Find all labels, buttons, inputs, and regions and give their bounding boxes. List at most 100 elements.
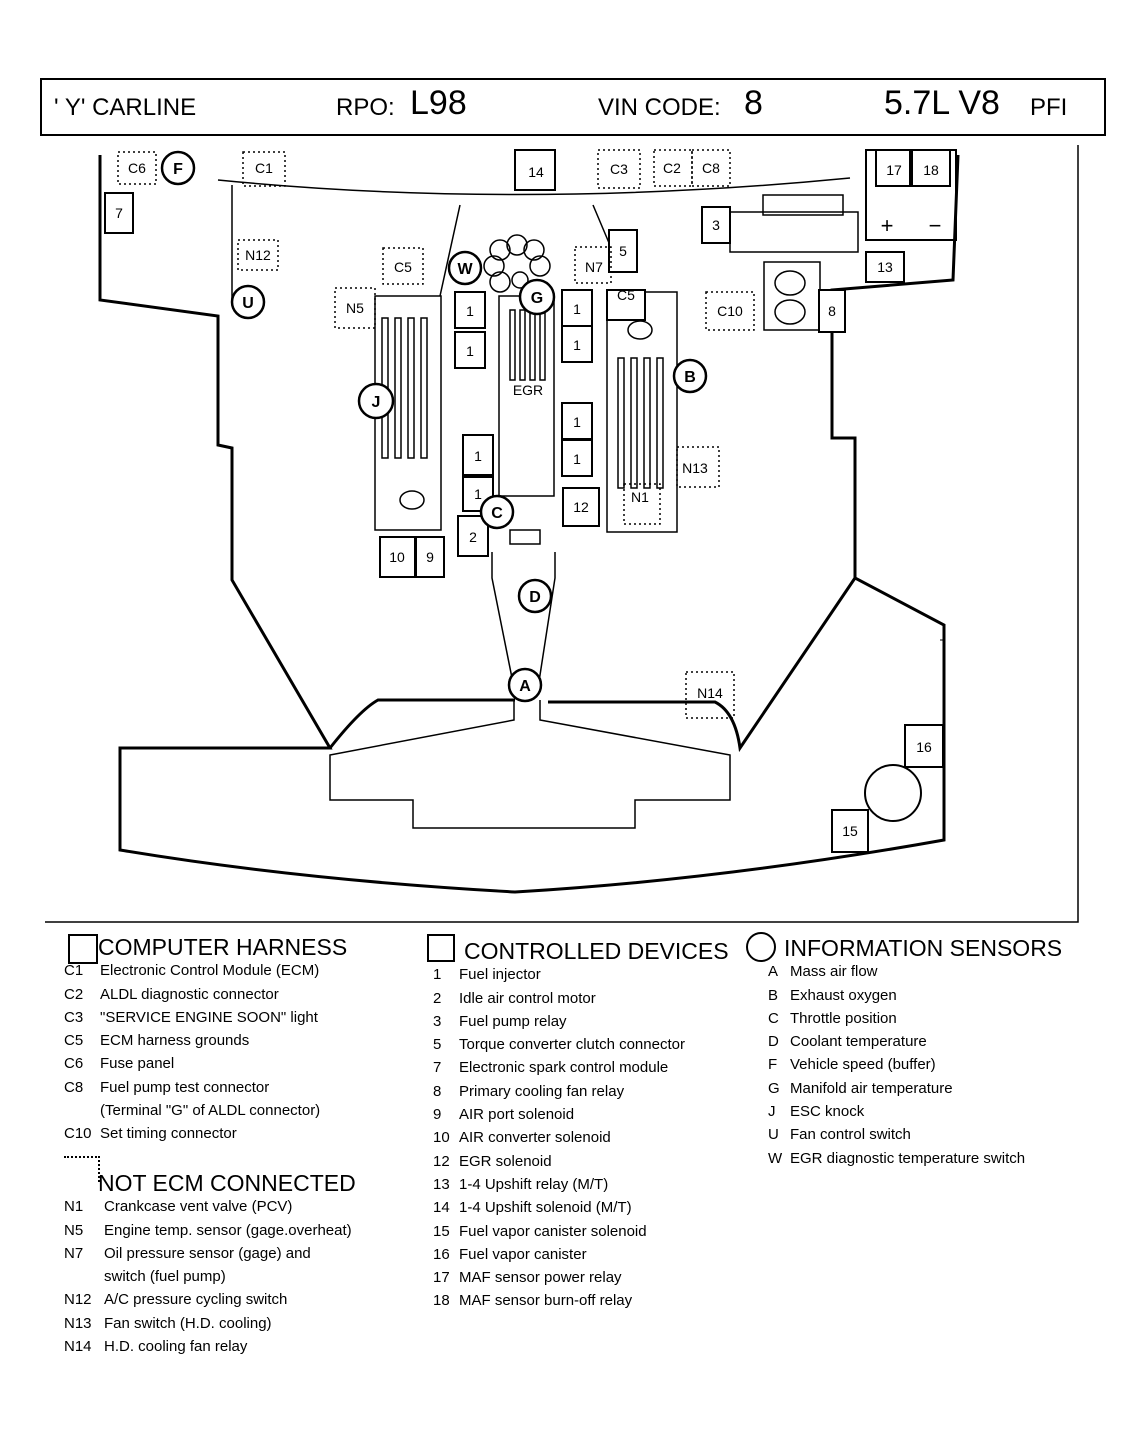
radiator-support-right: [548, 577, 857, 753]
sensor-j: J: [372, 394, 381, 411]
label-n12: N12: [245, 247, 271, 263]
label-c5-right: C5: [617, 287, 635, 303]
legend-text: Fuel vapor canister solenoid: [459, 1222, 647, 1240]
legend-text: Idle air control motor: [459, 989, 596, 1007]
harness-dotted-boxes: [117, 149, 755, 719]
legend-code: C6: [64, 1055, 84, 1073]
label-1g: 1: [474, 448, 482, 464]
computer-harness-title: COMPUTER HARNESS: [98, 934, 348, 960]
label-17: 17: [886, 162, 902, 178]
fan-housing: [763, 261, 821, 331]
legend-code: C5: [64, 1032, 84, 1050]
throttle-body: [509, 529, 541, 545]
label-16: 16: [916, 739, 932, 755]
vin-label: VIN CODE:: [598, 94, 721, 121]
sensor-c: C: [491, 505, 503, 522]
legend-text: Fuel pump relay: [459, 1012, 567, 1030]
label-15: 15: [842, 823, 858, 839]
legend-text: AIR port solenoid: [459, 1106, 575, 1124]
engine-compartment-diagram: C6 C1 14 C3 C2 C8 17 18 7 3 13 8 5 C5 C5…: [45, 145, 1079, 923]
coil-cluster: [483, 234, 551, 293]
legend-text: ESC knock: [790, 1103, 865, 1121]
legend-text: A/C pressure cycling switch: [104, 1291, 288, 1309]
label-n13: N13: [682, 460, 708, 476]
engine-label: 5.7L V8: [884, 84, 1000, 122]
legend-code: 16: [433, 1245, 450, 1263]
battery-plus: +: [881, 213, 894, 238]
legend-code: [64, 1265, 104, 1288]
legend-row: switch (fuel pump): [64, 1265, 356, 1288]
battery-terminals: + −: [881, 213, 942, 238]
legend-code: 8: [433, 1082, 442, 1100]
legend-code: N13: [64, 1314, 92, 1332]
legend-text: "SERVICE ENGINE SOON" light: [100, 1008, 318, 1026]
legend-text: Primary cooling fan relay: [459, 1082, 625, 1100]
sensor-a: A: [519, 678, 531, 695]
legend-text: Set timing connector: [100, 1125, 237, 1143]
legend-code: C2: [64, 985, 84, 1003]
label-13: 13: [877, 259, 893, 275]
label-18: 18: [923, 162, 939, 178]
controlled-device-boxes: [104, 149, 951, 853]
sensor-d: D: [529, 589, 541, 606]
legend-code: N12: [64, 1291, 92, 1309]
legend-code: A: [768, 963, 779, 981]
legend-text: Throttle position: [790, 1009, 897, 1027]
legend-code: 13: [433, 1175, 450, 1193]
label-5: 5: [619, 243, 627, 259]
legend-code: N7: [64, 1244, 84, 1262]
legend-code: 2: [433, 989, 442, 1007]
legend-row: 2 Idle air control motor: [433, 987, 729, 1010]
label-c6: C6: [128, 160, 146, 176]
body-outline: [98, 154, 960, 894]
legend-code: C: [768, 1009, 779, 1027]
legend-code: F: [768, 1056, 778, 1074]
legend-row: C Throttle position: [768, 1007, 1062, 1030]
legend-code: [64, 1099, 100, 1122]
legend-code: C10: [64, 1125, 92, 1143]
not-ecm-icon: [64, 1156, 100, 1182]
diagram-frame: [45, 145, 1079, 923]
carline-label: ' Y' CARLINE: [54, 94, 197, 121]
legend-text: 1-4 Upshift solenoid (M/T): [459, 1199, 632, 1217]
legend-row: N13 Fan switch (H.D. cooling): [64, 1312, 356, 1335]
legend-text: Fan switch (H.D. cooling): [104, 1314, 272, 1332]
legend-text: Fuse panel: [100, 1055, 175, 1073]
title-bar: ' Y' CARLINE RPO: L98 VIN CODE: 8 5.7L V…: [40, 78, 1106, 136]
information-sensors-title: INFORMATION SENSORS: [784, 935, 1063, 961]
legend-text: Crankcase vent valve (PCV): [104, 1198, 293, 1216]
legend-code: 3: [433, 1012, 442, 1030]
label-1d: 1: [573, 337, 581, 353]
not-ecm-title: NOT ECM CONNECTED: [98, 1170, 356, 1196]
label-c2: C2: [663, 160, 681, 176]
label-c5-left: C5: [394, 259, 412, 275]
legend-code: 10: [433, 1129, 450, 1147]
label-7: 7: [115, 205, 123, 221]
legend-code: 7: [433, 1059, 442, 1077]
label-1h: 1: [474, 486, 482, 502]
legend-code: W: [768, 1149, 783, 1167]
legend-code: 17: [433, 1269, 450, 1287]
legend-row: 8 Primary cooling fan relay: [433, 1080, 729, 1103]
legend-code: J: [768, 1103, 776, 1121]
